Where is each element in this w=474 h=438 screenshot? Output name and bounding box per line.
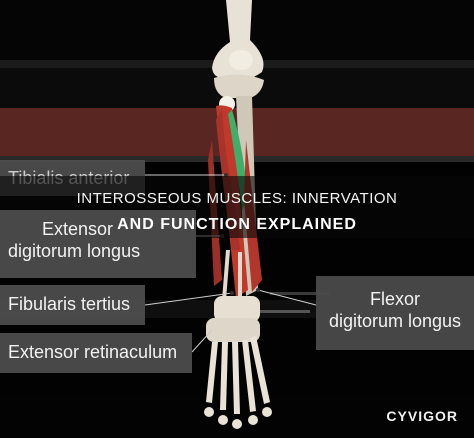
glitch-streak <box>270 292 330 295</box>
ankle-bones <box>214 296 260 322</box>
label-text: digitorum longus <box>8 241 141 261</box>
tibia-head-bone <box>214 74 264 98</box>
label-flexor-digitorum-longus: Flexor digitorum longus <box>316 276 474 350</box>
tendon <box>238 252 242 305</box>
headline-line1: INTEROSSEOUS MUSCLES: INNERVATION <box>76 190 398 207</box>
headline: INTEROSSEOUS MUSCLES: INNERVATION AND FU… <box>0 186 474 238</box>
tendon <box>222 250 230 300</box>
glitch-streak <box>260 310 310 313</box>
headline-line2: AND FUNCTION EXPLAINED <box>117 216 357 233</box>
tarsal-bones <box>206 318 260 342</box>
label-extensor-digitorum-longus: Extensor digitorum longus <box>0 210 196 278</box>
pointer-line <box>191 329 213 353</box>
brand-watermark: CYVIGOR <box>386 408 458 424</box>
pointer-line <box>144 292 233 306</box>
label-fibularis-tertius: Fibularis tertius <box>0 285 145 325</box>
label-text: Extensor <box>42 219 114 239</box>
patella-bone <box>229 50 253 70</box>
label-text: Extensor retinaculum <box>8 342 178 362</box>
label-text: Flexor <box>369 289 420 309</box>
label-text: digitorum longus <box>328 311 462 331</box>
label-extensor-retinaculum: Extensor retinaculum <box>0 333 192 373</box>
foot-bones <box>204 336 272 429</box>
pointer-line <box>257 289 317 306</box>
label-text: Fibularis tertius <box>8 294 131 314</box>
